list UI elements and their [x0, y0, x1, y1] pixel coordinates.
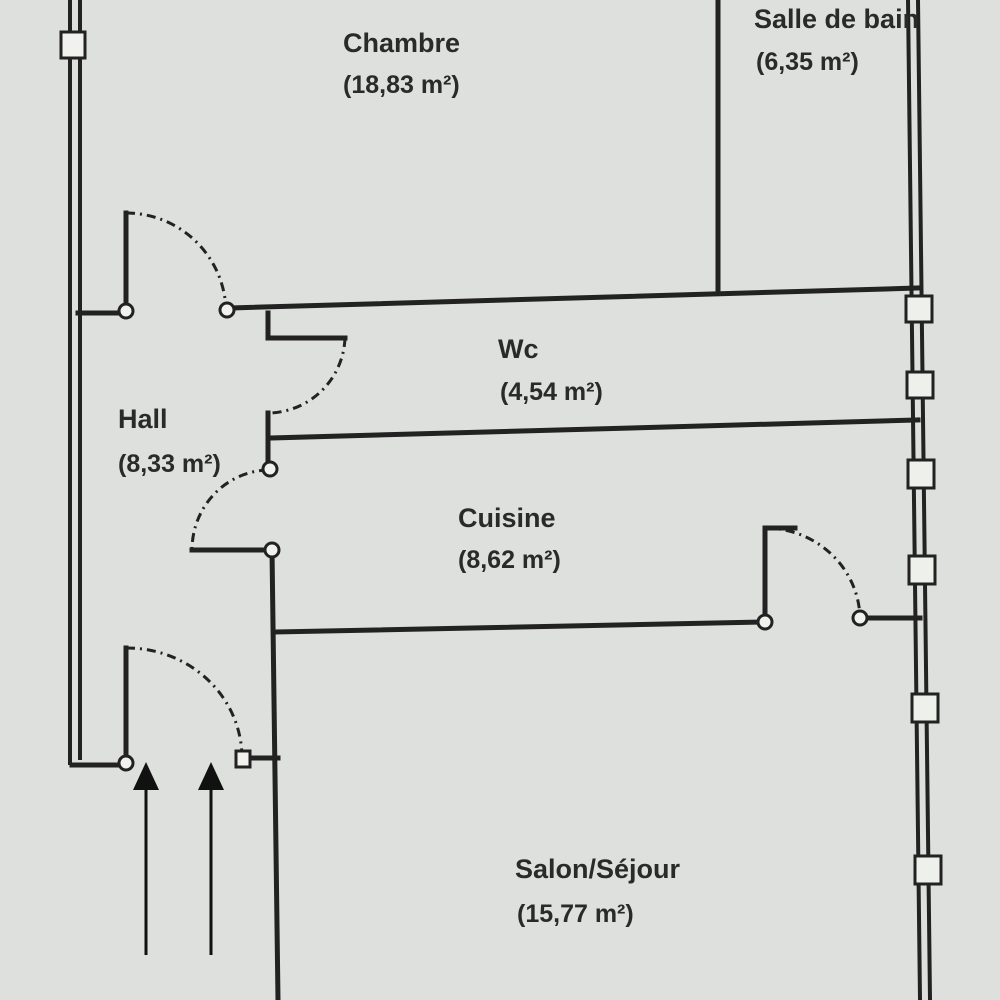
room-hall: Hall (8,33 m²): [118, 404, 221, 478]
door-arcs: [125, 211, 862, 759]
left-exterior-wall: [68, 0, 131, 768]
room-salle-de-bain: Salle de bain (6,35 m²): [754, 4, 919, 76]
hall-walls: [75, 210, 348, 768]
room-name: Chambre: [343, 28, 460, 58]
room-name: Salle de bain: [754, 4, 919, 34]
room-wc: Wc (4,54 m²): [498, 334, 603, 406]
room-name: Wc: [498, 334, 539, 364]
room-name: Hall: [118, 404, 168, 434]
room-area: (18,83 m²): [343, 71, 460, 99]
window-markers: [904, 294, 943, 886]
room-chambre: Chambre (18,83 m²): [343, 28, 460, 99]
entrance-arrows: [133, 762, 224, 955]
room-area: (15,77 m²): [517, 900, 634, 928]
chambre-south-wall: [227, 285, 921, 311]
room-area: (8,62 m²): [458, 546, 561, 574]
room-area: (6,35 m²): [756, 48, 859, 76]
room-cuisine: Cuisine (8,62 m²): [458, 503, 561, 574]
door-jambs: [59, 30, 869, 772]
right-exterior-wall: [906, 0, 932, 1000]
wc-south-wall: [267, 417, 921, 441]
room-name: Cuisine: [458, 503, 556, 533]
room-salon: Salon/Séjour (15,77 m²): [515, 854, 681, 928]
room-name: Salon/Séjour: [515, 854, 681, 884]
cuisine-walls: [269, 525, 923, 1000]
room-area: (4,54 m²): [500, 378, 603, 406]
room-area: (8,33 m²): [118, 450, 221, 478]
